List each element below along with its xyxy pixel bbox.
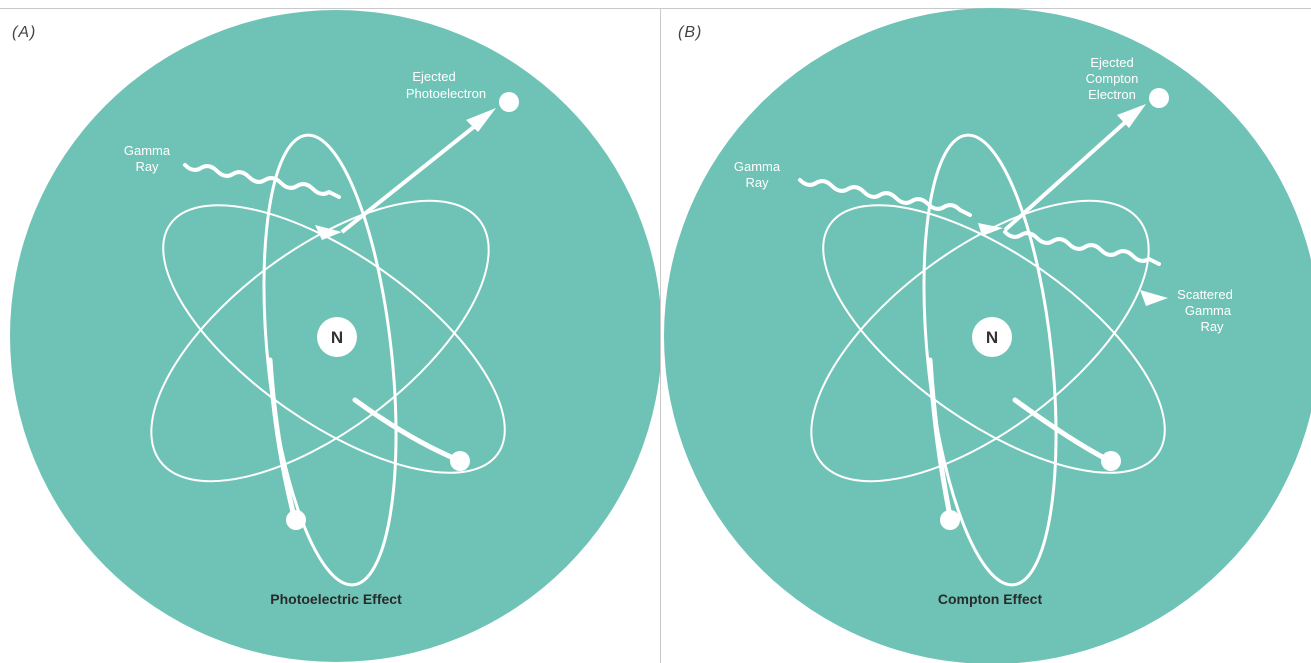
scattered-gamma-wave [1003, 230, 1161, 266]
gamma-ray-arrowhead [315, 225, 342, 240]
electron-trail-bottom [927, 357, 953, 519]
diagram-caption: Compton Effect [938, 591, 1043, 607]
orbit-tilted-left [822, 204, 1166, 474]
ejected-compton-electron [1149, 88, 1169, 108]
gamma-ray-label-line1: Gamma [124, 143, 171, 158]
scattered-label-line1: Scattered [1177, 287, 1233, 302]
ejected-label-line3: Electron [1088, 87, 1136, 102]
panel-label: (A) [12, 24, 37, 41]
gamma-ray-wave [798, 178, 972, 217]
electron-trail-bottom [267, 357, 297, 519]
scattered-gamma-arrowhead [1140, 290, 1168, 306]
electron-orbit-right [450, 451, 470, 471]
gamma-ray-label-line2: Ray [745, 175, 769, 190]
photoelectric-panel: N Gamma Ray Ejected Photoelectron Photoe… [10, 10, 660, 662]
ejected-label-line1: Ejected [1090, 55, 1133, 70]
electron-orbit-right [1101, 451, 1121, 471]
gamma-ray-arrowhead [978, 223, 1003, 236]
panel-label: (B) [678, 24, 703, 41]
compton-electron-arrowhead [1117, 104, 1146, 128]
electron-trail-right [1012, 397, 1111, 463]
nucleus [317, 317, 357, 357]
atom-orbits [810, 133, 1166, 587]
ejected-label-line2: Compton [1086, 71, 1139, 86]
diagram-caption: Photoelectric Effect [270, 591, 402, 607]
nucleus-label: N [331, 328, 343, 347]
gamma-ray-label-line1: Gamma [734, 159, 781, 174]
ejected-label-line2: Photoelectron [406, 86, 486, 101]
nucleus [972, 317, 1012, 357]
panel-divider [660, 8, 661, 663]
scattered-label-line2: Gamma [1185, 303, 1232, 318]
electron-orbit-bottom [940, 510, 960, 530]
scattered-label-line3: Ray [1200, 319, 1224, 334]
compton-panel: N Gamma Ray Ejected Compton Electron Sca… [660, 0, 1311, 663]
photoelectric-diagram: N Gamma Ray Ejected Photoelectron Photoe… [10, 10, 660, 662]
ejected-label-line1: Ejected [412, 69, 455, 84]
electron-trail-right [352, 397, 461, 463]
atom-orbits [150, 133, 506, 587]
photoelectron-arrowhead [466, 108, 496, 132]
photoelectron-path [340, 120, 482, 234]
compton-diagram: N Gamma Ray Ejected Compton Electron Sca… [664, 8, 1311, 663]
orbit-tilted-left [162, 204, 506, 474]
gamma-ray-wave [183, 163, 341, 199]
electron-orbit-bottom [286, 510, 306, 530]
gamma-ray-label-line2: Ray [135, 159, 159, 174]
top-border [0, 8, 1311, 9]
nucleus-label: N [986, 328, 998, 347]
compton-electron-path [1003, 116, 1132, 232]
ejected-photoelectron [499, 92, 519, 112]
